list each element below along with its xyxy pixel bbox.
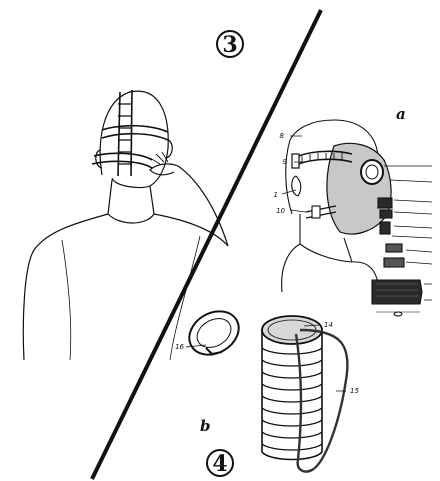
panel-a-letter: a — [396, 105, 406, 123]
callout-15: 15 — [350, 387, 359, 395]
callout-9: 9 — [283, 158, 288, 166]
panel-4-badge: 4 — [207, 450, 233, 477]
callout-10: 10 — [276, 207, 285, 215]
callout-1: 1 — [274, 191, 278, 199]
panel-b-letter: b — [200, 417, 211, 435]
callout-16: 16 — [175, 343, 184, 351]
mask-side-view-illustration — [282, 120, 432, 316]
diagonal-divider — [92, 10, 321, 479]
panel-3-number: 3 — [222, 32, 237, 58]
panel-3-badge: 3 — [217, 31, 243, 58]
callout-14: 14 — [324, 321, 333, 329]
canister-illustration — [181, 303, 347, 472]
callout-8: 8 — [280, 132, 285, 140]
panel-4-number: 4 — [212, 451, 227, 477]
